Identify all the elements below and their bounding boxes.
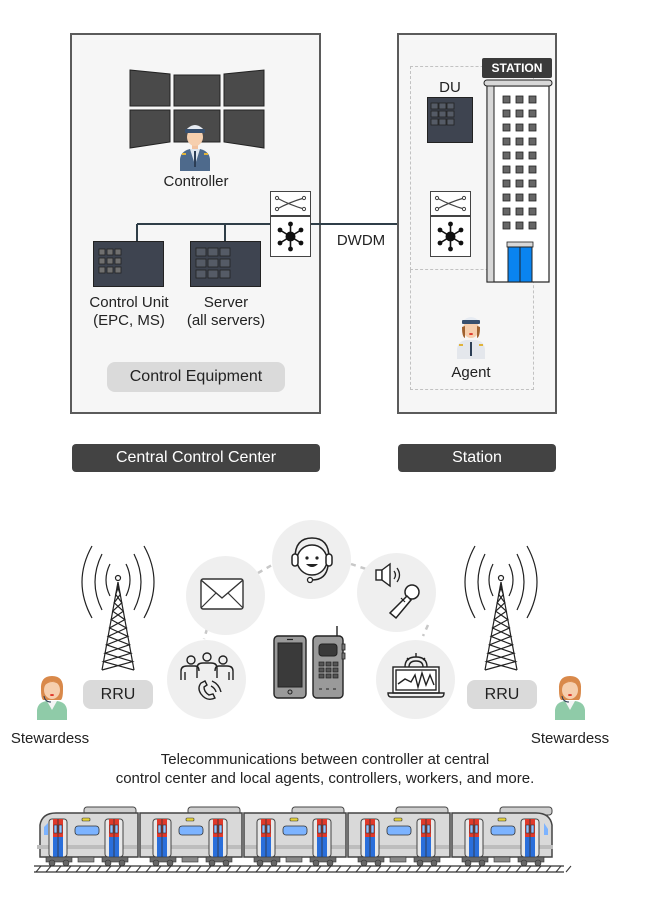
monitoring-laptop-icon bbox=[387, 653, 445, 698]
left-radio-tower-icon bbox=[81, 545, 155, 671]
control-unit-label: Control Unit (EPC, MS) bbox=[78, 294, 180, 330]
station-building-icon bbox=[483, 79, 553, 283]
envelope-icon bbox=[200, 578, 244, 610]
agent-label: Agent bbox=[451, 364, 491, 381]
train-car bbox=[243, 806, 347, 867]
broadcast-service-circle bbox=[357, 553, 436, 632]
train-car bbox=[347, 806, 451, 867]
train-icon bbox=[34, 806, 572, 873]
speaker-microphone-icon bbox=[375, 562, 420, 620]
left-stewardess-avatar-icon bbox=[37, 676, 67, 720]
station-agent-zone bbox=[410, 270, 534, 390]
right-stewardess-avatar-icon bbox=[555, 676, 585, 720]
train-rail bbox=[34, 865, 572, 873]
right-radio-tower-icon bbox=[464, 545, 538, 671]
controller-avatar-icon bbox=[180, 125, 210, 171]
central-switch-icon bbox=[270, 191, 311, 257]
du-label: DU bbox=[439, 79, 461, 96]
control-unit-label-line1: Control Unit bbox=[89, 294, 169, 311]
control-equipment-label: Control Equipment bbox=[107, 362, 285, 392]
agent-avatar-icon bbox=[457, 317, 485, 359]
du-icon bbox=[427, 97, 473, 143]
headset-icon bbox=[291, 537, 333, 584]
caption-line2: control center and local agents, control… bbox=[115, 770, 535, 787]
right-stewardess-label: Stewardess bbox=[530, 730, 610, 747]
caption: Telecommunications between controller at… bbox=[0, 750, 650, 788]
central-control-center-title: Central Control Center bbox=[72, 444, 320, 472]
server-label: Server (all servers) bbox=[180, 294, 272, 330]
right-rru-label: RRU bbox=[467, 680, 537, 709]
train-car bbox=[451, 806, 553, 867]
control-unit-label-line2: (EPC, MS) bbox=[93, 312, 165, 329]
left-stewardess-label: Stewardess bbox=[10, 730, 90, 747]
group-call-icon bbox=[180, 652, 234, 701]
caption-line1: Telecommunications between controller at… bbox=[160, 751, 490, 768]
video-wall-icon bbox=[129, 69, 265, 149]
server-label-line1: Server bbox=[203, 294, 249, 311]
station-title: Station bbox=[398, 444, 556, 472]
left-rru-label: RRU bbox=[83, 680, 153, 709]
station-sign: STATION bbox=[482, 58, 552, 78]
station-switch-icon bbox=[430, 191, 471, 257]
mobile-devices-icon bbox=[273, 626, 346, 699]
server-icon bbox=[190, 241, 261, 287]
train-car bbox=[37, 806, 139, 867]
server-label-line2: (all servers) bbox=[186, 312, 266, 329]
train-car bbox=[139, 806, 243, 867]
control-unit-icon bbox=[93, 241, 164, 287]
controller-label: Controller bbox=[163, 173, 229, 190]
dwdm-label: DWDM bbox=[336, 232, 386, 249]
